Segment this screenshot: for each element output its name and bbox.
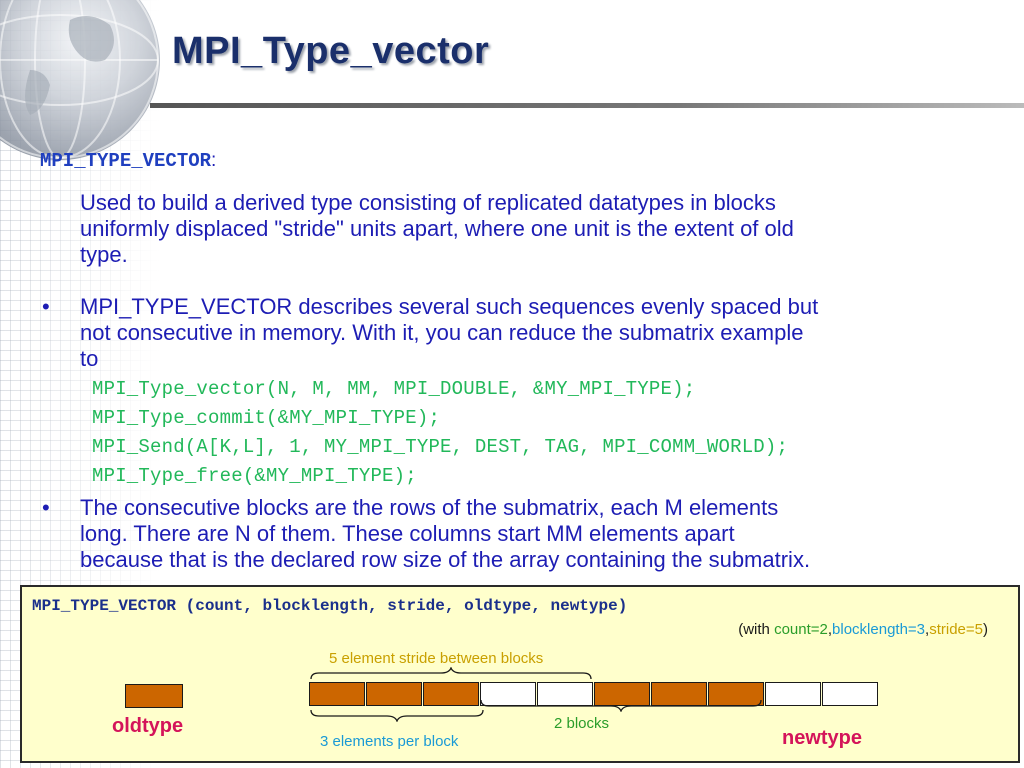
stride-label: 5 element stride between blocks xyxy=(329,650,544,667)
bullet-marker: • xyxy=(42,495,50,520)
newtype-cell-filled xyxy=(594,682,650,706)
parameter-values: (with count=2,blocklength=3,stride=5) xyxy=(738,621,988,638)
with-suffix: ) xyxy=(983,621,988,638)
with-comma: , xyxy=(827,621,833,638)
newtype-cell-filled xyxy=(309,682,365,706)
code-line: MPI_Type_vector(N, M, MM, MPI_DOUBLE, &M… xyxy=(92,378,696,400)
bullet1-line: not consecutive in memory. With it, you … xyxy=(80,320,804,345)
newtype-label: newtype xyxy=(782,727,863,749)
stride-brace xyxy=(310,667,592,680)
code-heading: MPI_TYPE_VECTOR: xyxy=(40,150,216,172)
with-prefix: (with xyxy=(738,621,775,638)
code-line: MPI_Type_commit(&MY_MPI_TYPE); xyxy=(92,407,441,429)
bullet-paragraph-1: MPI_TYPE_VECTOR describes several such s… xyxy=(80,294,818,372)
title-divider xyxy=(150,103,1024,108)
intro-paragraph: Used to build a derived type consisting … xyxy=(80,190,794,268)
oldtype-label: oldtype xyxy=(112,715,184,737)
page-title: MPI_Type_vector xyxy=(172,30,490,72)
code-heading-colon: : xyxy=(211,150,217,171)
bullet1-line: MPI_TYPE_VECTOR describes several such s… xyxy=(80,294,819,319)
oldtype-cell xyxy=(125,684,183,708)
vector-diagram: MPI_TYPE_VECTOR (count, blocklength, str… xyxy=(20,585,1020,763)
intro-line: uniformly displaced "stride" units apart… xyxy=(80,216,794,241)
bullet2-line: long. There are N of them. These columns… xyxy=(80,521,735,546)
with-comma: , xyxy=(925,621,930,638)
bullet2-line: because that is the declared row size of… xyxy=(80,547,811,572)
blocks-brace xyxy=(480,699,762,712)
elements-brace xyxy=(310,709,484,722)
stride-value: stride=5 xyxy=(929,621,983,638)
code-line: MPI_Type_free(&MY_MPI_TYPE); xyxy=(92,465,417,487)
code-line: MPI_Send(A[K,L], 1, MY_MPI_TYPE, DEST, T… xyxy=(92,436,789,458)
blocks-label: 2 blocks xyxy=(554,715,610,732)
code-heading-text: MPI_TYPE_VECTOR xyxy=(40,150,212,172)
function-signature: MPI_TYPE_VECTOR (count, blocklength, str… xyxy=(32,597,628,615)
bullet1-line: to xyxy=(80,346,99,371)
newtype-cell-filled xyxy=(366,682,422,706)
newtype-cell-empty xyxy=(822,682,878,706)
intro-line: Used to build a derived type consisting … xyxy=(80,190,776,215)
newtype-cell-filled xyxy=(423,682,479,706)
newtype-cell-empty xyxy=(765,682,821,706)
bullet-paragraph-2: The consecutive blocks are the rows of t… xyxy=(80,495,810,573)
elements-label: 3 elements per block xyxy=(320,733,459,750)
blocklength-value: blocklength=3 xyxy=(832,621,926,638)
count-value: count=2 xyxy=(774,621,828,638)
intro-line: type. xyxy=(80,242,128,267)
globe-icon xyxy=(0,0,160,160)
bullet2-line: The consecutive blocks are the rows of t… xyxy=(80,495,779,520)
bullet-marker: • xyxy=(42,294,50,319)
